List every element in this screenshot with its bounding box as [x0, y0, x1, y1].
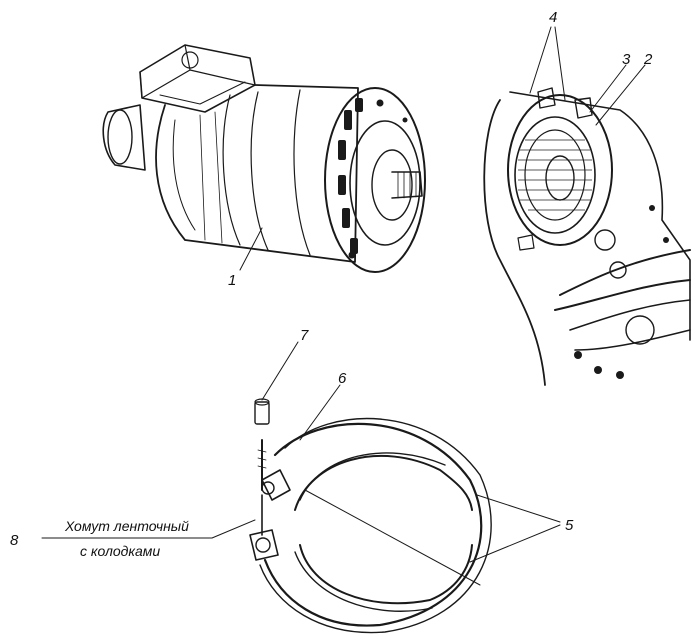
- engine-mount-illustration: [483, 26, 691, 386]
- callout-4: 4: [549, 9, 557, 26]
- generator-motor-illustration: [102, 44, 426, 273]
- callout-1: 1: [228, 272, 236, 289]
- callout-7: 7: [300, 327, 309, 344]
- callout-3: 3: [622, 51, 631, 68]
- callout-5: 5: [565, 517, 574, 534]
- callout-6: 6: [338, 370, 347, 387]
- caption-line-2: с колодками: [80, 543, 160, 559]
- callout-2: 2: [643, 51, 653, 68]
- callout-8: 8: [10, 532, 19, 549]
- band-clamp-illustration: [41, 341, 561, 634]
- caption-line-1: Хомут ленточный: [64, 518, 189, 534]
